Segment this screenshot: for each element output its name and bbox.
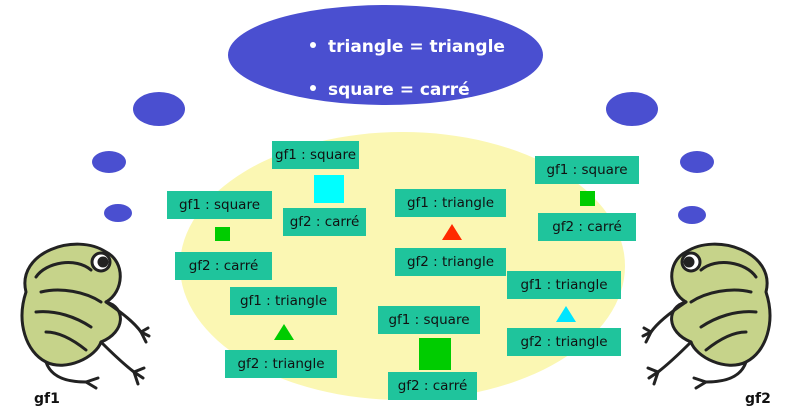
thought-bubble-left-3 bbox=[104, 204, 132, 222]
label-gf1-square: gf1 : square bbox=[167, 191, 272, 219]
frog-left-icon bbox=[20, 242, 151, 390]
bullet-text-1: triangle = triangle bbox=[328, 37, 505, 57]
bullet-dot bbox=[310, 42, 316, 48]
thought-bubble-right-1 bbox=[606, 92, 658, 126]
frog-left-label: gf1 bbox=[34, 391, 60, 407]
thought-bubble-left-2 bbox=[92, 151, 126, 173]
label-gf1-triangle: gf1 : triangle bbox=[395, 189, 506, 217]
square-green-large bbox=[419, 338, 451, 370]
bullet-row-2: square = carré bbox=[310, 69, 505, 112]
triangle-red bbox=[442, 224, 462, 240]
label-gf1-square: gf1 : square bbox=[535, 156, 639, 184]
bullet-text-2: square = carré bbox=[328, 80, 470, 100]
square-green-small bbox=[215, 227, 230, 241]
square-green-small bbox=[580, 191, 595, 206]
label-gf2-triangle: gf2 : triangle bbox=[507, 328, 621, 356]
thought-bubble-main bbox=[228, 5, 543, 105]
bullet-row-1: triangle = triangle bbox=[310, 26, 505, 69]
label-gf2-triangle: gf2 : triangle bbox=[395, 248, 506, 276]
frog-right-icon bbox=[641, 242, 772, 390]
square-cyan-large bbox=[314, 175, 344, 203]
thought-bubble-right-3 bbox=[678, 206, 706, 224]
bubble-text: triangle = triangle square = carré bbox=[310, 26, 505, 112]
thought-bubble-right-2 bbox=[680, 151, 714, 173]
label-gf2-carre: gf2 : carré bbox=[175, 252, 272, 280]
label-gf2-triangle: gf2 : triangle bbox=[225, 350, 337, 378]
label-gf2-carre: gf2 : carré bbox=[538, 213, 636, 241]
label-gf2-carre: gf2 : carré bbox=[388, 372, 477, 400]
label-gf1-triangle: gf1 : triangle bbox=[507, 271, 621, 299]
thought-bubble-left-1 bbox=[133, 92, 185, 126]
label-gf2-carre: gf2 : carré bbox=[283, 208, 366, 236]
label-gf1-square: gf1 : square bbox=[378, 306, 480, 334]
bullet-dot bbox=[310, 85, 316, 91]
label-gf1-triangle: gf1 : triangle bbox=[230, 287, 337, 315]
frog-right-label: gf2 bbox=[745, 391, 771, 407]
triangle-green bbox=[274, 324, 294, 340]
triangle-cyan bbox=[556, 306, 576, 322]
label-gf1-square: gf1 : square bbox=[272, 141, 359, 169]
